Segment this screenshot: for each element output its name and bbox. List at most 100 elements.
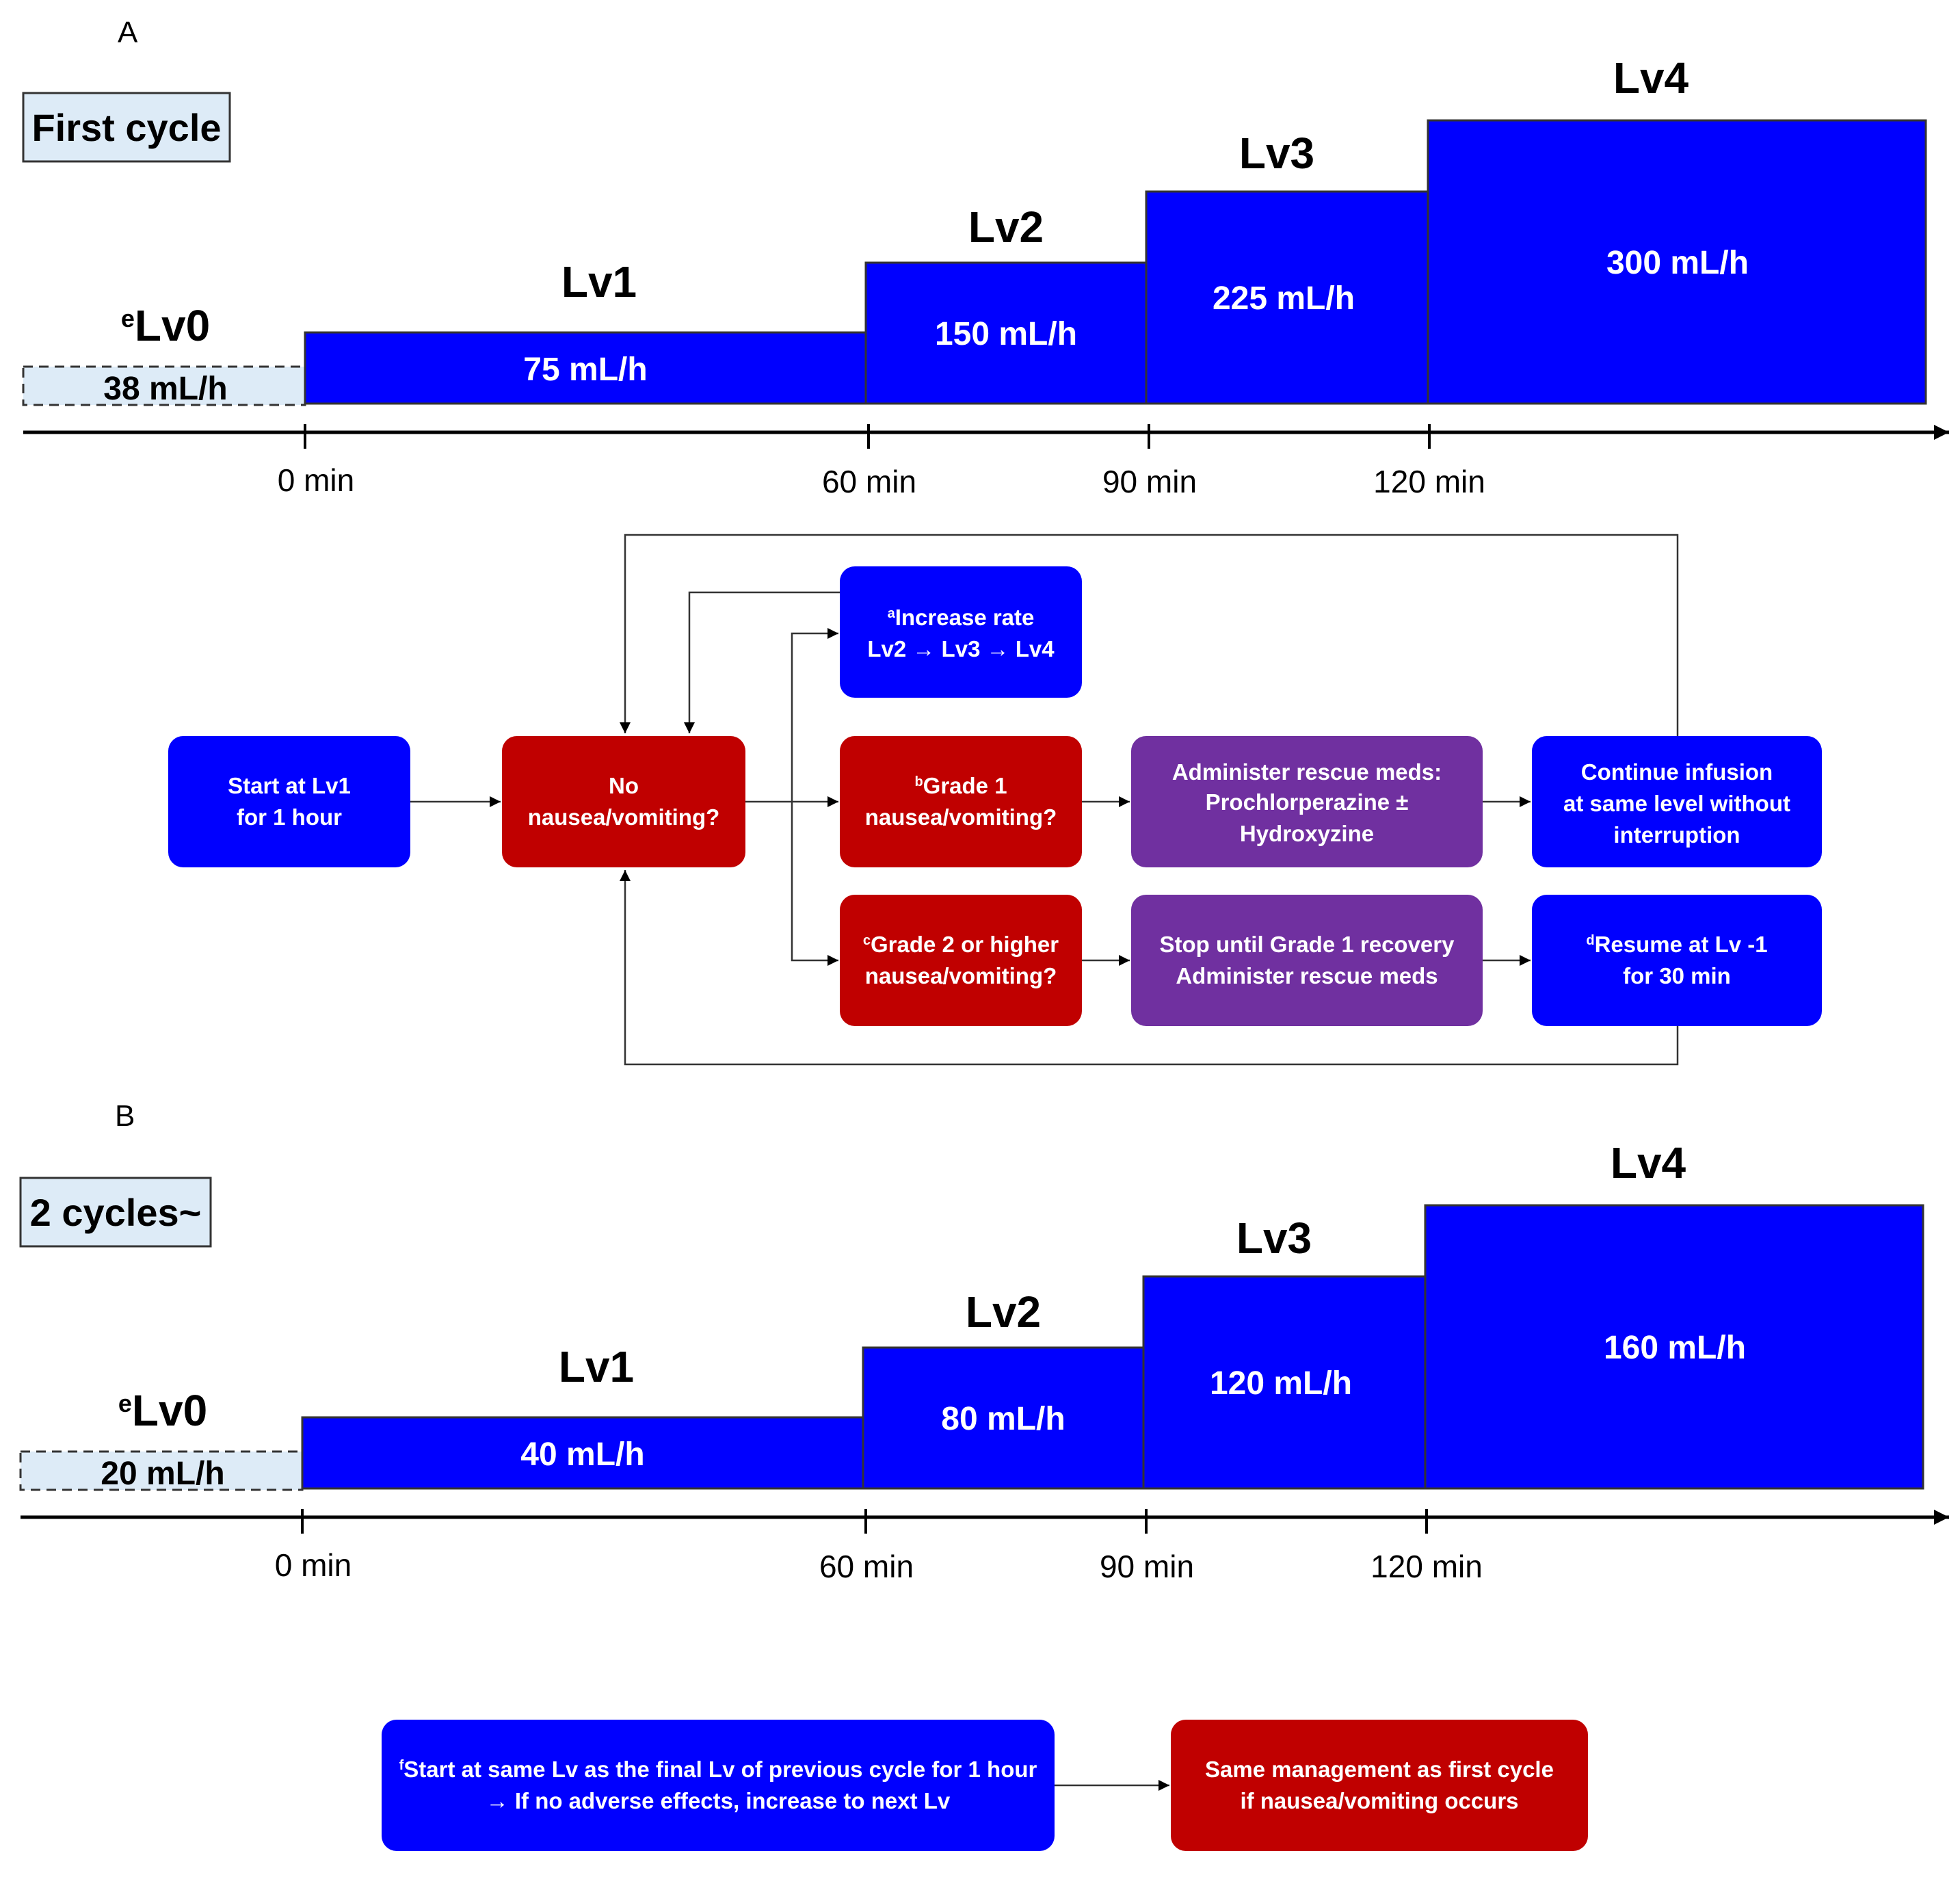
resume-text: Resume at Lv -1 — [1595, 932, 1768, 957]
lv4-rate-b: 160 mL/h — [1604, 1330, 1746, 1366]
lv4-bar-b — [1424, 1204, 1924, 1490]
loop-increase-line — [684, 591, 840, 733]
next-cycle-start-line-1: fStart at same Lv as the final Lv of pre… — [399, 1757, 1037, 1782]
resume-line-1: dResume at Lv -1 — [1586, 932, 1767, 957]
lv0-sup-a: e — [121, 304, 135, 332]
lv2-bar-b — [862, 1346, 1145, 1490]
lv0-label-b: eLv0 — [118, 1386, 207, 1435]
grade2-box: cGrade 2 or higher nausea/vomiting? — [840, 895, 1082, 1026]
tick-label-120-a: 120 min — [1373, 464, 1485, 499]
lv2-bar-a — [864, 261, 1148, 405]
resume-box: dResume at Lv -1 for 30 min — [1532, 895, 1822, 1026]
start-box: Start at Lv1 for 1 hour — [168, 736, 410, 867]
lv0-name-b: Lv0 — [132, 1386, 207, 1435]
cycle-label-box-b — [19, 1177, 212, 1248]
lv1-label-b: Lv1 — [559, 1342, 634, 1391]
same-management-line-1: Same management as first cycle — [1205, 1757, 1554, 1782]
next-cycle-start-sup: f — [399, 1758, 404, 1773]
panel-a-letter: A — [118, 16, 138, 49]
tick-label-60-b: 60 min — [819, 1549, 914, 1584]
resume-sup: d — [1586, 933, 1594, 948]
lv1-label-a: Lv1 — [561, 257, 637, 306]
grade1-text: Grade 1 — [923, 773, 1007, 798]
panel-a: A First cycle 38 mL/h eLv0 Lv1 Lv2 Lv3 L… — [22, 16, 1949, 499]
next-cycle-start-line-2: → If no adverse effects, increase to nex… — [486, 1788, 951, 1813]
tick-label-120-b: 120 min — [1370, 1549, 1483, 1584]
lv4-label-b: Lv4 — [1611, 1138, 1686, 1187]
lv4-bar-a — [1427, 119, 1927, 405]
grade1-line-2: nausea/vomiting? — [865, 804, 1057, 830]
lv0-rate-b: 20 mL/h — [101, 1456, 224, 1492]
tick-label-90-a: 90 min — [1102, 464, 1197, 499]
same-management-line-2: if nausea/vomiting occurs — [1240, 1788, 1518, 1813]
increase-rate-line-1: aIncrease rate — [888, 605, 1035, 630]
lv2-rate-b: 80 mL/h — [941, 1401, 1065, 1437]
grade1-line-1: bGrade 1 — [914, 773, 1007, 798]
continue-line-1: Continue infusion — [1581, 759, 1773, 785]
increase-rate-box: aIncrease rate Lv2 → Lv3 → Lv4 — [840, 566, 1082, 698]
lv0-rate-a: 38 mL/h — [103, 371, 227, 407]
stop-line-2: Administer rescue meds — [1176, 963, 1438, 988]
arrow-branch-to-grade2 — [791, 802, 838, 966]
no-nausea-line-1: No — [609, 773, 639, 798]
stop-line-1: Stop until Grade 1 recovery — [1160, 932, 1455, 957]
panel-b: B 2 cycles~ 20 mL/h eLv0 Lv1 Lv2 Lv3 Lv4… — [19, 1099, 1949, 1851]
grade2-line-1: cGrade 2 or higher — [863, 932, 1059, 957]
grade2-sup: c — [863, 933, 871, 948]
lv2-label-b: Lv2 — [966, 1287, 1041, 1337]
continue-infusion-box: Continue infusion at same level without … — [1532, 736, 1822, 867]
no-nausea-box: No nausea/vomiting? — [502, 736, 745, 867]
grade2-text: Grade 2 or higher — [871, 932, 1059, 957]
rescue-meds-line-1: Administer rescue meds: — [1172, 759, 1442, 785]
grade2-line-2: nausea/vomiting? — [865, 963, 1057, 988]
no-nausea-line-2: nausea/vomiting? — [528, 804, 720, 830]
tick-label-0-b: 0 min — [275, 1547, 352, 1583]
arrow-branch-to-increase — [791, 628, 838, 802]
flowchart: Start at Lv1 for 1 hour No nausea/vomiti… — [168, 534, 1822, 1066]
start-box-line-2: for 1 hour — [237, 804, 342, 830]
lv0-sup-b: e — [118, 1389, 132, 1417]
lv3-rate-a: 225 mL/h — [1213, 280, 1355, 317]
tick-label-60-a: 60 min — [822, 464, 916, 499]
lv2-rate-a: 150 mL/h — [935, 316, 1077, 352]
lv3-label-a: Lv3 — [1239, 129, 1314, 178]
rescue-meds-line-2: Prochlorperazine ± — [1206, 789, 1409, 815]
lv1-bar-b — [301, 1416, 864, 1490]
grade1-box: bGrade 1 nausea/vomiting? — [840, 736, 1082, 867]
lv4-rate-a: 300 mL/h — [1606, 245, 1749, 281]
next-cycle-start-box: fStart at same Lv as the final Lv of pre… — [382, 1720, 1055, 1851]
start-box-line-1: Start at Lv1 — [228, 773, 351, 798]
rescue-meds-box: Administer rescue meds: Prochlorperazine… — [1131, 736, 1483, 867]
cycle-label-box-a — [22, 92, 231, 163]
cycle-label-a: First cycle — [31, 106, 221, 149]
continue-line-3: interruption — [1613, 822, 1740, 848]
lv3-bar-a — [1145, 190, 1429, 405]
lv0-box-a — [22, 365, 306, 406]
rescue-meds-line-3: Hydroxyzine — [1240, 821, 1374, 846]
increase-rate-sup: a — [888, 606, 896, 621]
continue-line-2: at same level without — [1563, 791, 1790, 816]
lv1-bar-a — [304, 331, 867, 405]
lv2-label-a: Lv2 — [968, 202, 1044, 252]
loop-bottom-line — [620, 870, 1679, 1066]
lv0-label-a: eLv0 — [121, 301, 210, 350]
lv1-rate-b: 40 mL/h — [520, 1436, 644, 1473]
resume-line-2: for 30 min — [1623, 963, 1731, 988]
tick-label-0-a: 0 min — [278, 462, 354, 498]
loop-top-line — [620, 534, 1679, 736]
cycle-label-b: 2 cycles~ — [30, 1191, 202, 1234]
stop-box: Stop until Grade 1 recovery Administer r… — [1131, 895, 1483, 1026]
lv3-rate-b: 120 mL/h — [1210, 1365, 1352, 1402]
lv3-label-b: Lv3 — [1236, 1213, 1312, 1263]
panel-b-letter: B — [115, 1099, 135, 1133]
lv0-name-a: Lv0 — [135, 301, 210, 350]
grade1-sup: b — [914, 774, 923, 789]
tick-label-90-b: 90 min — [1100, 1549, 1194, 1584]
same-management-box: Same management as first cycle if nausea… — [1171, 1720, 1588, 1851]
lv3-bar-b — [1142, 1275, 1427, 1490]
next-cycle-start-text: Start at same Lv as the final Lv of prev… — [403, 1757, 1037, 1782]
increase-rate-text: Increase rate — [895, 605, 1035, 630]
lv1-rate-a: 75 mL/h — [523, 352, 647, 388]
lv4-label-a: Lv4 — [1613, 53, 1689, 103]
